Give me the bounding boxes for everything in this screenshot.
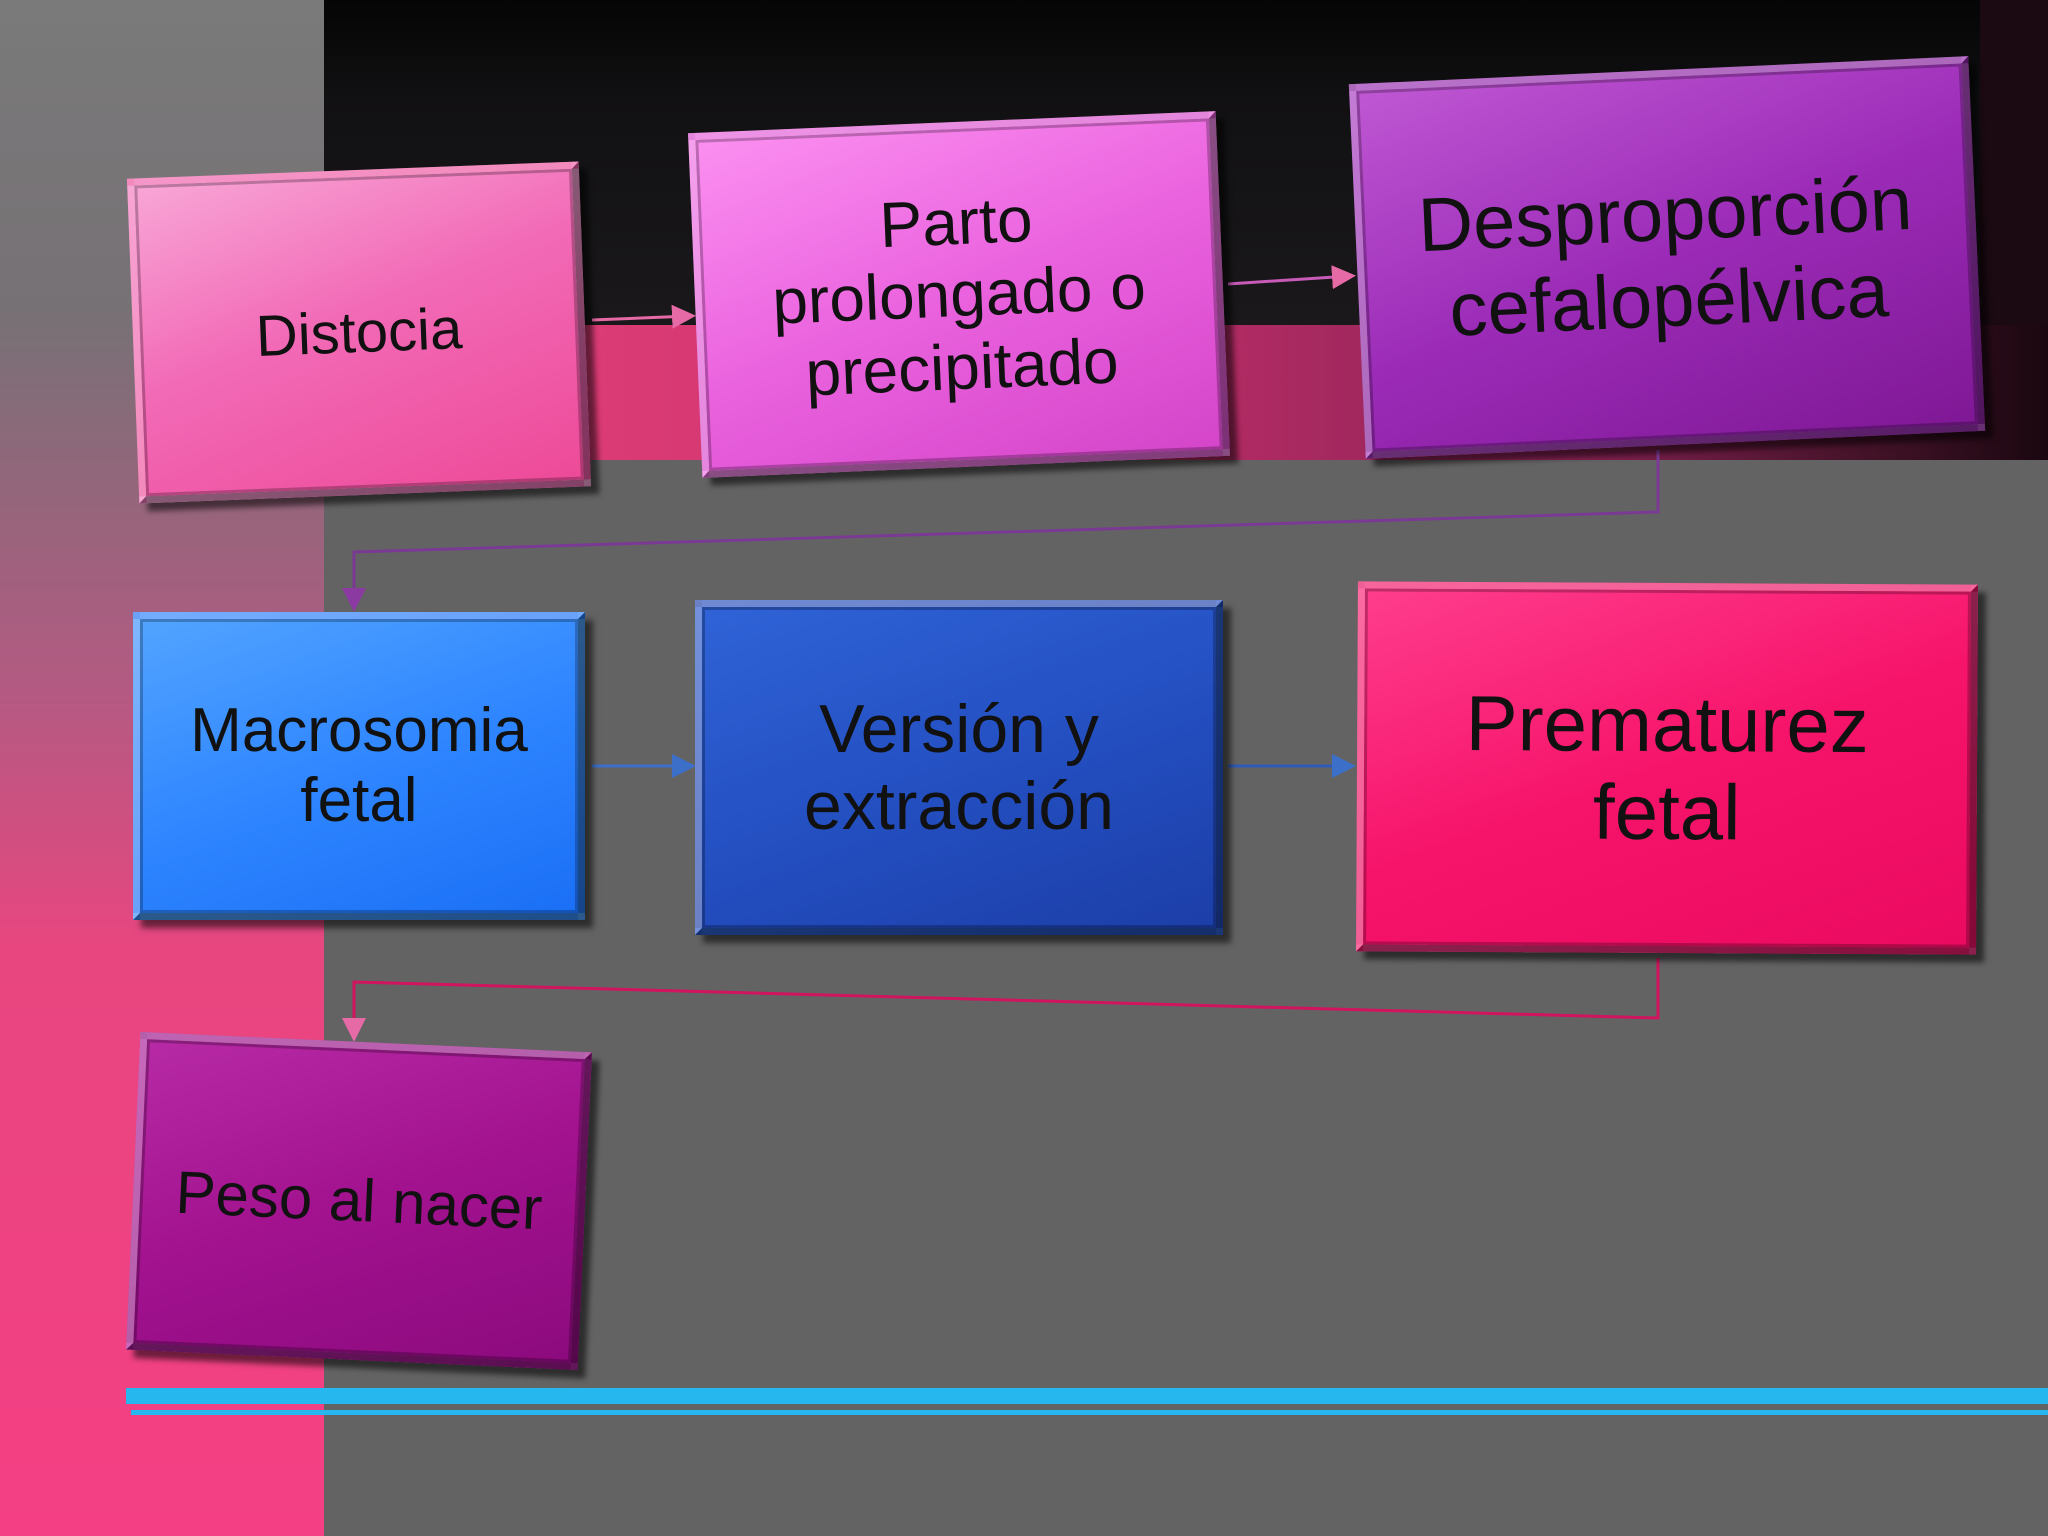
background-top-corner [1980,0,2048,325]
box-version-line-2: extracción [804,767,1114,844]
box-prematurez-fetal: Prematurez fetal [1356,581,1978,955]
connector-parto-desproporcion [1227,265,1356,290]
connector-distocia-parto [591,304,696,329]
box-peso-al-nacer: Peso al nacer [126,1031,592,1371]
box-peso-label: Peso al nacer [174,1158,544,1243]
box-prematurez-line-2: fetal [1592,767,1741,857]
box-prematurez-line-1: Prematurez [1465,678,1870,769]
box-parto-prolongado: Parto prolongado o precipitado [688,111,1230,478]
box-macrosomia-line-2: fetal [300,766,418,835]
connector-desproporcion-macrosomia [342,450,1660,612]
connector-prematurez-peso [342,958,1660,1042]
box-distocia-label: Distocia [254,295,464,369]
box-macrosomia-fetal: Macrosomia fetal [133,612,585,920]
box-distocia: Distocia [126,161,592,504]
box-version-line-1: Versión y [819,690,1099,767]
accent-rule-thin [131,1410,2048,1415]
box-macrosomia-line-1: Macrosomia [190,695,528,765]
box-version-extraccion: Versión y extracción [695,600,1223,935]
box-parto-line-3: precipitado [804,324,1120,410]
box-desproporcion-cefalopelvica: Desproporción cefalopélvica [1348,56,1986,459]
accent-rule-thick [126,1388,2048,1404]
